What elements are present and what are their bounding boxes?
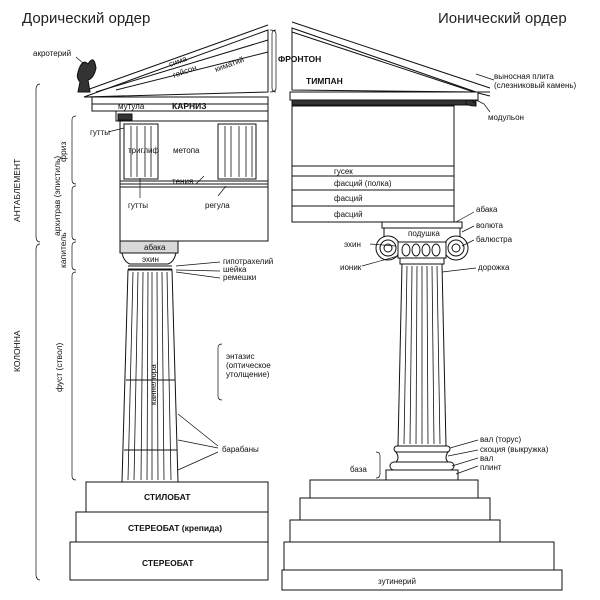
doric-gutty-top-label: гутты xyxy=(90,128,110,137)
ionic-dentils xyxy=(291,99,477,106)
ionic-plint xyxy=(385,469,459,481)
doric-sheyka-label: шейка xyxy=(223,265,247,274)
doric-stylobate xyxy=(85,481,269,513)
doric-karniz-label: КАРНИЗ xyxy=(172,101,207,111)
doric-architrave xyxy=(119,186,269,242)
doric-gipotrakheliy-label: гипотрахелий xyxy=(223,257,273,266)
doric-ekhin-label: эхин xyxy=(142,255,159,264)
ionic-fastsiy-2 xyxy=(291,205,455,223)
ionic-pediment xyxy=(291,27,477,93)
doric-regula-label: регула xyxy=(205,201,230,210)
doric-barabany-label: барабаны xyxy=(222,445,259,454)
ionic-gusek-label: гусек xyxy=(334,167,353,176)
doric-kannelyura-label: каннелюра xyxy=(149,364,158,405)
ionic-vynosnaya-label: выносная плита (слезниковый камень) xyxy=(494,72,577,90)
ionic-val-label: вал xyxy=(480,454,494,463)
side-fust-label: фуст (ствол) xyxy=(54,343,64,392)
ionic-cornice-band xyxy=(289,91,479,101)
ionic-gusek-band xyxy=(291,165,455,177)
ionic-ekhin-label: эхин xyxy=(344,240,361,249)
ionic-fastsiy-1 xyxy=(291,189,455,207)
ionic-modulon-label: модульон xyxy=(488,113,524,122)
ionic-fronton-label: ФРОНТОН xyxy=(278,54,321,64)
doric-mutule-block xyxy=(117,113,133,121)
ionic-plint-label: плинт xyxy=(480,463,502,472)
ionic-fastsiy-polka-label: фасций (полка) xyxy=(334,179,392,188)
ionic-title: Ионический ордер xyxy=(438,10,567,27)
doric-entazis-label: энтазис (оптическое утолщение) xyxy=(226,352,271,379)
ionic-fastsiy-2-label: фасций xyxy=(334,210,363,219)
ionic-frieze xyxy=(291,105,455,167)
ionic-zutineriy xyxy=(281,569,563,591)
doric-akroterion-label: акротерий xyxy=(33,49,71,58)
ionic-modillion xyxy=(465,99,477,107)
side-arkhitrav-label: архитрав (эпистиль) xyxy=(52,156,62,236)
doric-stilobat-label: СТИЛОБАТ xyxy=(144,492,191,502)
doric-echinus xyxy=(121,252,177,265)
ionic-ionik-label: ионик xyxy=(340,263,362,272)
doric-entazis-wrap: энтазис (оптическое утолщение) xyxy=(226,352,271,379)
side-friz-label: фриз xyxy=(58,142,68,162)
ionic-abaka-label: абака xyxy=(476,205,498,214)
doric-stereobat-krepida xyxy=(75,511,269,543)
ionic-val xyxy=(389,461,455,471)
ionic-baza-label: база xyxy=(350,465,367,474)
doric-abaka-label: абака xyxy=(144,243,166,252)
doric-cornice xyxy=(115,110,269,122)
side-antablement-label: АНТАБЛЕМЕНТ xyxy=(12,159,22,222)
doric-mutula-label: мутула xyxy=(118,102,145,111)
doric-order xyxy=(35,24,277,581)
ionic-val-torus-label: вал (торус) xyxy=(480,435,521,444)
ionic-voluta-label: волюта xyxy=(476,221,504,230)
ionic-podushka-label: подушка xyxy=(408,229,440,238)
ionic-timpan-label: ТИМПАН xyxy=(306,76,343,86)
doric-gutty-bottom-label: гутты xyxy=(128,201,148,210)
doric-stereobat-label: СТЕРЕОБАТ xyxy=(142,558,194,568)
ionic-step-2 xyxy=(299,497,491,521)
ionic-dorozhka-label: дорожка xyxy=(478,263,510,272)
ionic-vynosnaya-wrap: выносная плита (слезниковый камень) xyxy=(494,72,577,90)
doric-stereobat-krepida-label: СТЕРЕОБАТ (крепида) xyxy=(128,523,222,533)
doric-triglyph-label: триглиф xyxy=(128,146,159,155)
doric-tenia-label: тения xyxy=(172,177,193,186)
doric-title: Дорический ордер xyxy=(22,10,150,27)
doric-pediment xyxy=(83,29,269,98)
doric-stereobat xyxy=(69,541,269,581)
ionic-abacus xyxy=(381,221,463,229)
ionic-step-4 xyxy=(283,541,555,571)
akroterion-ornament xyxy=(76,59,97,93)
ionic-skotsiya-label: скоция (выкружка) xyxy=(480,445,549,454)
doric-metope-label: метопа xyxy=(173,146,200,155)
ionic-astragal xyxy=(399,257,445,265)
side-kapitel-label: капитель xyxy=(58,232,68,268)
ionic-step-1 xyxy=(309,479,479,499)
ionic-val-torus xyxy=(393,445,451,453)
side-kolonna-label: КОЛОННА xyxy=(12,330,22,372)
ionic-step-3 xyxy=(289,519,501,543)
ionic-zutineriy-label: зутинерий xyxy=(378,577,416,586)
ionic-order xyxy=(271,21,563,591)
ionic-balyustra-label: балюстра xyxy=(476,235,513,244)
ionic-skotsiya xyxy=(394,451,450,463)
doric-remeshki-label: ремешки xyxy=(223,273,256,282)
ionic-fastsiy-1-label: фасций xyxy=(334,194,363,203)
